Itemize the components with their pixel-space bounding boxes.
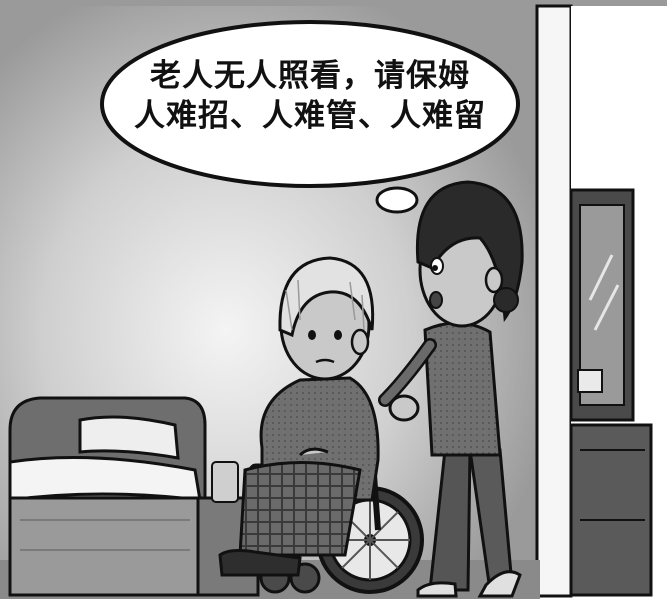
hair-bun <box>493 287 519 313</box>
caregiver-arm <box>380 340 435 405</box>
light-switch <box>577 369 603 393</box>
elderly-person <box>218 256 380 577</box>
thought-dot <box>375 186 419 214</box>
feet <box>218 549 302 577</box>
caregiver <box>378 180 524 598</box>
cup-icon <box>211 461 239 503</box>
caregiver-hair <box>415 180 524 323</box>
cabinet-lines <box>580 449 645 521</box>
bubble-line-2: 人难招、人难管、人难留 <box>134 98 486 134</box>
plaid-blanket <box>238 461 362 557</box>
elder-hand <box>298 447 329 457</box>
door-frame <box>535 4 573 598</box>
elder-hair <box>278 256 375 338</box>
shoe-2 <box>477 570 522 598</box>
speech-bubble: 老人无人照看，请保姆 人难招、人难管、人难留 <box>112 56 508 136</box>
elder-eye <box>308 330 316 340</box>
elder-mouth <box>315 358 335 364</box>
caregiver-hand <box>388 394 420 422</box>
speech-bubble-shape <box>100 20 520 188</box>
bubble-line-1: 老人无人照看，请保姆 <box>150 58 470 94</box>
bed <box>8 396 207 597</box>
elder-ear <box>350 328 370 356</box>
mirror-shine <box>588 254 620 331</box>
cabinet <box>569 423 653 597</box>
top-border <box>0 0 667 6</box>
caregiver-mouth <box>429 291 443 309</box>
caregiver-ear <box>484 266 504 294</box>
elder-eye-2 <box>334 330 342 340</box>
pillow <box>78 415 180 460</box>
shoe <box>416 581 458 598</box>
